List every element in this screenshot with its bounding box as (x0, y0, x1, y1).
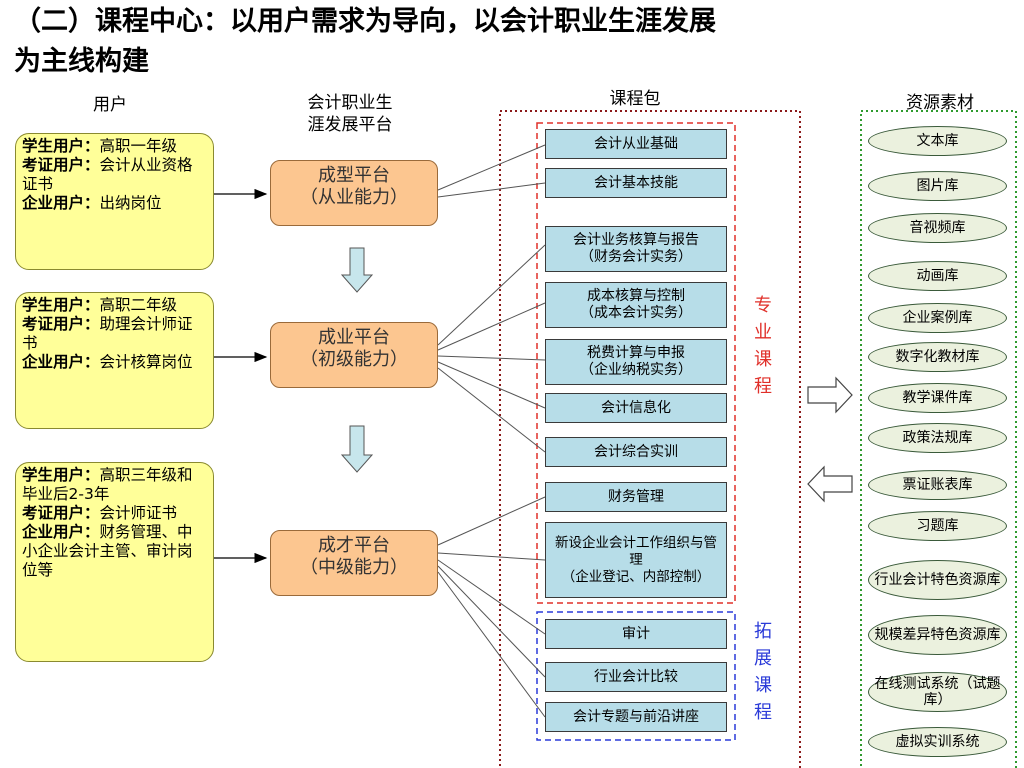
student-user-label: 学生用户： (22, 296, 100, 314)
page-title-line2: 为主线构建 (14, 46, 149, 77)
resource-item-11: 行业会计特色资源库 (868, 560, 1007, 600)
column-label-platform: 会计职业生 涯发展平台 (280, 92, 420, 136)
resource-item-5: 企业案例库 (868, 303, 1007, 333)
course-box-6: 会计信息化 (545, 393, 727, 423)
professional-char-1: 专 (754, 295, 772, 316)
course-package-frame (499, 110, 801, 768)
professional-char-2: 业 (754, 322, 772, 343)
course-box-11: 行业会计比较 (545, 662, 727, 692)
platform-name: 成型平台 (318, 165, 390, 186)
course-box-5: 税费计算与申报（企业纳税实务） (545, 339, 727, 385)
column-label-resources: 资源素材 (906, 93, 974, 113)
resource-frame (860, 110, 1017, 768)
course-box-3: 会计业务核算与报告（财务会计实务） (545, 226, 727, 272)
cert-user-label: 考证用户： (22, 315, 100, 333)
course-title: 会计业务核算与报告 (573, 232, 699, 248)
course-box-4: 成本核算与控制（成本会计实务） (545, 282, 727, 328)
extended-char-2: 展 (754, 648, 772, 669)
column-label-users: 用户 (93, 95, 127, 115)
column-label-platform-line1: 会计职业生 (307, 93, 393, 113)
cert-user-text: 会计师证书 (99, 504, 178, 522)
resource-item-14: 虚拟实训系统 (868, 727, 1007, 757)
extended-char-3: 课 (754, 675, 772, 696)
resource-item-1: 文本库 (868, 126, 1007, 156)
course-subtitle: （财务会计实务） (580, 249, 692, 265)
course-title: 成本核算与控制 (587, 288, 685, 304)
course-subtitle: （企业纳税实务） (580, 362, 692, 378)
professional-course-label: 专 业 课 程 (751, 292, 775, 400)
extended-char-1: 拓 (754, 621, 772, 642)
column-label-platform-line2: 涯发展平台 (307, 115, 393, 135)
user-box-3: 学生用户：高职三年级和毕业后2-3年 考证用户：会计师证书 企业用户：财务管理、… (15, 462, 214, 662)
resource-item-7: 教学课件库 (868, 383, 1007, 413)
student-user-text: 高职一年级 (99, 137, 178, 155)
course-subtitle: （成本会计实务） (580, 305, 692, 321)
user-box-2: 学生用户：高职二年级 考证用户：助理会计师证书 企业用户：会计核算岗位 (15, 292, 214, 429)
resource-item-13: 在线测试系统（试题库） (868, 672, 1007, 712)
cert-user-text: 会计从业资格证书 (22, 156, 193, 193)
platform-box-3: 成才平台 （中级能力） (270, 530, 438, 596)
cert-user-label: 考证用户： (22, 504, 100, 522)
course-box-8: 财务管理 (545, 482, 727, 512)
student-user-text: 高职三年级和毕业后2-3年 (22, 466, 193, 503)
platform-name: 成业平台 (318, 327, 390, 348)
resource-item-2: 图片库 (868, 171, 1007, 201)
page-title-line1: （二）课程中心：以用户需求为导向，以会计职业生涯发展 (14, 6, 716, 37)
course-title: 财务管理 (608, 488, 664, 505)
resource-item-4: 动画库 (868, 261, 1007, 291)
platform-ability: （中级能力） (300, 557, 408, 578)
resource-item-8: 政策法规库 (868, 423, 1007, 453)
platform-ability: （从业能力） (300, 187, 408, 208)
course-title: 税费计算与申报 (587, 345, 685, 361)
course-title: 会计从业基础 (594, 135, 678, 152)
user-box-1: 学生用户：高职一年级 考证用户：会计从业资格证书 企业用户：出纳岗位 (15, 133, 214, 270)
course-title: 新设企业会计工作组织与管理 (555, 534, 717, 568)
resource-item-3: 音视频库 (868, 213, 1007, 243)
course-box-2: 会计基本技能 (545, 168, 727, 198)
cert-user-text: 助理会计师证书 (22, 315, 193, 352)
course-title: 行业会计比较 (594, 668, 678, 685)
enterprise-user-label: 企业用户： (22, 194, 100, 212)
platform-box-2: 成业平台 （初级能力） (270, 322, 438, 388)
enterprise-user-label: 企业用户： (22, 523, 100, 541)
course-title: 会计专题与前沿讲座 (573, 708, 699, 725)
course-box-7: 会计综合实训 (545, 437, 727, 467)
enterprise-user-text: 出纳岗位 (99, 194, 162, 212)
course-subtitle: （企业登记、内部控制） (561, 568, 711, 585)
resource-item-10: 习题库 (868, 511, 1007, 541)
column-label-courses: 课程包 (609, 89, 661, 109)
cert-user-label: 考证用户： (22, 156, 100, 174)
enterprise-user-text: 会计核算岗位 (99, 353, 193, 371)
extended-char-4: 程 (754, 702, 772, 723)
student-user-label: 学生用户： (22, 137, 100, 155)
resource-item-12: 规模差异特色资源库 (868, 615, 1007, 655)
course-title: 会计信息化 (601, 399, 671, 416)
extended-course-frame (536, 611, 736, 741)
student-user-text: 高职二年级 (99, 296, 178, 314)
course-box-12: 会计专题与前沿讲座 (545, 702, 727, 732)
course-title: 会计综合实训 (594, 443, 678, 460)
platform-box-1: 成型平台 （从业能力） (270, 160, 438, 226)
professional-course-frame (536, 122, 736, 604)
course-box-1: 会计从业基础 (545, 129, 727, 159)
professional-char-4: 程 (754, 376, 772, 397)
student-user-label: 学生用户： (22, 466, 100, 484)
course-box-10: 审计 (545, 619, 727, 649)
enterprise-user-text: 财务管理、中小企业会计主管、审计岗位等 (22, 523, 193, 579)
platform-ability: （初级能力） (300, 349, 408, 370)
resource-item-9: 票证账表库 (868, 470, 1007, 500)
platform-name: 成才平台 (318, 535, 390, 556)
professional-char-3: 课 (754, 349, 772, 370)
course-box-9: 新设企业会计工作组织与管理（企业登记、内部控制） (545, 522, 727, 598)
course-title: 会计基本技能 (594, 174, 678, 191)
extended-course-label: 拓 展 课 程 (751, 618, 775, 726)
course-title: 审计 (622, 625, 650, 642)
enterprise-user-label: 企业用户： (22, 353, 100, 371)
resource-item-6: 数字化教材库 (868, 342, 1007, 372)
